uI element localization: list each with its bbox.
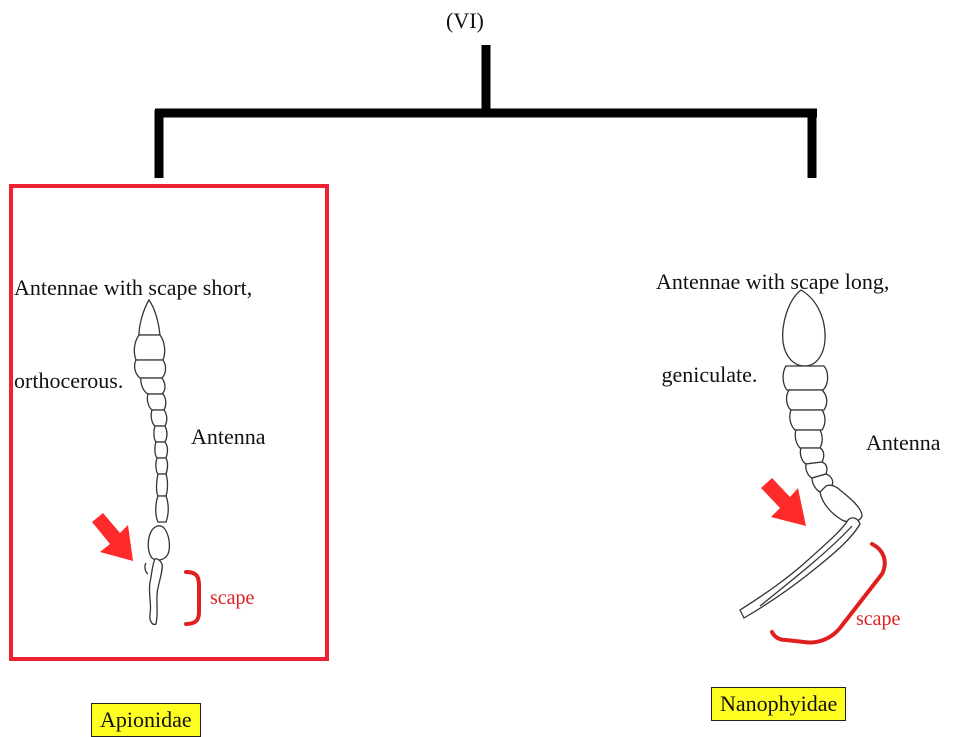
right-antenna-label: Antenna [866, 430, 941, 456]
family-label-nanophyidae: Nanophyidae [711, 687, 846, 721]
left-description: Antennae with scape short, orthocerous. [14, 210, 252, 427]
left-red-arrow-icon [92, 513, 133, 561]
left-antenna-label: Antenna [191, 424, 266, 450]
right-red-arrow-icon [761, 478, 806, 526]
couplet-heading: (VI) [446, 8, 484, 34]
left-scape-bracket-icon [186, 572, 199, 624]
right-description: Antennae with scape long, geniculate. [656, 204, 889, 421]
left-description-line-1: Antennae with scape short, [14, 272, 252, 303]
right-description-line-2: geniculate. [656, 359, 889, 390]
right-scape-label: scape [856, 608, 900, 631]
key-tree-lines [155, 45, 817, 178]
left-scape-label: scape [210, 587, 254, 610]
left-description-line-2: orthocerous. [14, 365, 252, 396]
family-label-apionidae: Apionidae [91, 703, 201, 737]
right-description-line-1: Antennae with scape long, [656, 266, 889, 297]
